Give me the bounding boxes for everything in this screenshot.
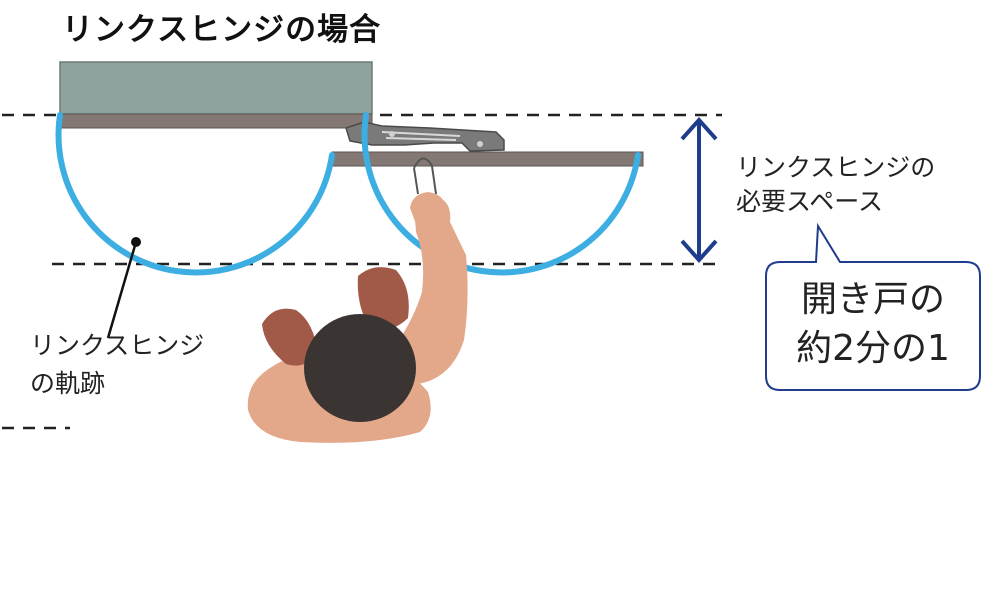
callout-line2: 約2分の1 (796, 328, 950, 369)
trajectory-arc-left (55, 112, 335, 276)
trajectory-pointer-line (106, 241, 138, 339)
required-space-label-line1: リンクスヒンジの (736, 153, 936, 182)
required-space-label: リンクスヒンジの 必要スペース (736, 151, 935, 219)
cabinet-body (59, 61, 373, 115)
trajectory-arc-right (361, 112, 641, 276)
link-hinge-mechanism (345, 121, 505, 152)
trajectory-label: リンクスヒンジ の軌跡 (30, 327, 204, 403)
closed-door-panel (59, 113, 373, 129)
trajectory-label-line1: リンクスヒンジ (30, 331, 205, 360)
callout-bubble (765, 222, 981, 391)
callout-text: 開き戸の 約2分の1 (766, 262, 980, 389)
trajectory-pointer-dot (131, 237, 141, 247)
double-headed-vertical-arrow-icon (680, 117, 718, 263)
required-space-label-line2: 必要スペース (736, 187, 884, 216)
trajectory-label-line2: の軌跡 (30, 369, 106, 398)
open-door-panel (331, 151, 644, 167)
callout-line1: 開き戸の (800, 279, 945, 320)
person-figure (247, 157, 468, 443)
page-title: リンクスヒンジの場合 (62, 12, 382, 48)
